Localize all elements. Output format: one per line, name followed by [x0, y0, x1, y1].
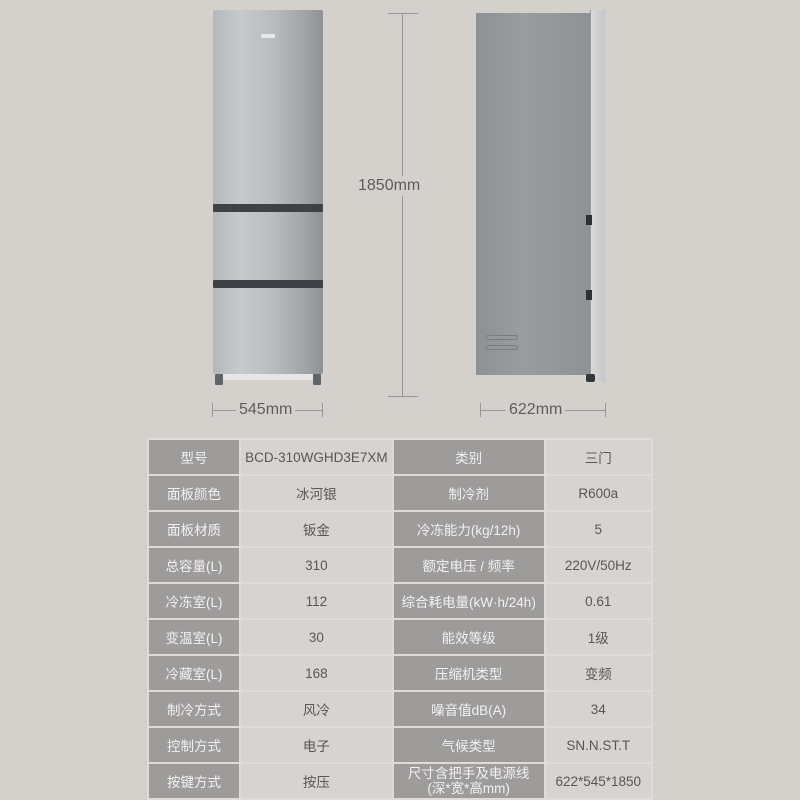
spec-label: 能效等级 [391, 618, 546, 656]
brand-logo [261, 34, 275, 38]
height-dim-label: 1850mm [358, 176, 421, 196]
spec-label: 压缩机类型 [391, 654, 546, 692]
depth-dim-label: 622mm [506, 401, 566, 419]
drawer-hinge-lower [586, 290, 592, 300]
fridge-side-door [590, 10, 605, 382]
table-row: 变温室(L) 30 能效等级 1级 [147, 618, 654, 656]
table-row: 制冷方式 风冷 噪音值dB(A) 34 [147, 690, 654, 728]
width-dim-tick-right [322, 403, 323, 417]
spec-value: R600a [543, 474, 654, 512]
spec-value: 变频 [543, 654, 654, 692]
spec-value: 168 [238, 654, 394, 692]
spec-label: 类别 [391, 438, 546, 476]
spec-label: 综合耗电量(kW·h/24h) [391, 582, 546, 620]
table-row: 型号 BCD-310WGHD3E7XM 类别 三门 [147, 438, 654, 476]
spec-label: 总容量(L) [147, 546, 241, 584]
spec-value: 按压 [238, 762, 394, 800]
spec-label: 冷冻能力(kg/12h) [391, 510, 546, 548]
fridge-foot-left [215, 374, 223, 385]
drawer-handle-upper [213, 204, 323, 212]
fridge-front-body [213, 10, 323, 374]
spec-value: 34 [543, 690, 654, 728]
height-dim-cap-bottom [388, 396, 418, 397]
spec-label: 变温室(L) [147, 618, 241, 656]
spec-label: 冷藏室(L) [147, 654, 241, 692]
fridge-foot-right [313, 374, 321, 385]
spec-label: 面板颜色 [147, 474, 241, 512]
fridge-side-foot [586, 374, 595, 382]
spec-value: 112 [238, 582, 394, 620]
spec-value: 三门 [543, 438, 654, 476]
spec-value: SN.N.ST.T [543, 726, 654, 764]
specs-table: 型号 BCD-310WGHD3E7XM 类别 三门 面板颜色 冰河银 制冷剂 R… [147, 438, 654, 800]
fridge-base [217, 374, 319, 380]
spec-label: 额定电压 / 频率 [391, 546, 546, 584]
spec-label-line1: 尺寸含把手及电源线 [407, 766, 530, 781]
spec-label: 控制方式 [147, 726, 241, 764]
spec-value: 电子 [238, 726, 394, 764]
drawer-handle-lower [213, 280, 323, 288]
fridge-side-body [476, 13, 590, 375]
height-dim-line [402, 13, 403, 396]
table-row: 总容量(L) 310 额定电压 / 频率 220V/50Hz [147, 546, 654, 584]
width-dim-label: 545mm [236, 401, 296, 419]
depth-dim-tick-right [605, 403, 606, 417]
spec-label: 冷冻室(L) [147, 582, 241, 620]
spec-label: 按键方式 [147, 762, 241, 800]
spec-value: 钣金 [238, 510, 394, 548]
spec-value: 5 [543, 510, 654, 548]
table-row: 冷藏室(L) 168 压缩机类型 变频 [147, 654, 654, 692]
vent-slot-2 [486, 345, 518, 350]
spec-label-dimensions: 尺寸含把手及电源线 (深*宽*高mm) [391, 762, 546, 800]
table-row: 冷冻室(L) 112 综合耗电量(kW·h/24h) 0.61 [147, 582, 654, 620]
spec-label-line2: (深*宽*高mm) [427, 781, 510, 796]
spec-value: 220V/50Hz [543, 546, 654, 584]
drawer-hinge-upper [586, 215, 592, 225]
spec-value: 1级 [543, 618, 654, 656]
spec-label: 气候类型 [391, 726, 546, 764]
spec-value: 0.61 [543, 582, 654, 620]
height-dim-cap-top [388, 13, 418, 14]
spec-value: 310 [238, 546, 394, 584]
spec-label: 噪音值dB(A) [391, 690, 546, 728]
table-row: 面板材质 钣金 冷冻能力(kg/12h) 5 [147, 510, 654, 548]
table-row: 面板颜色 冰河银 制冷剂 R600a [147, 474, 654, 512]
spec-value: 风冷 [238, 690, 394, 728]
spec-value: 30 [238, 618, 394, 656]
spec-value: BCD-310WGHD3E7XM [238, 438, 394, 476]
spec-label: 制冷剂 [391, 474, 546, 512]
table-row: 按键方式 按压 尺寸含把手及电源线 (深*宽*高mm) 622*545*1850 [147, 762, 654, 800]
spec-label: 面板材质 [147, 510, 241, 548]
spec-label: 型号 [147, 438, 241, 476]
table-row: 控制方式 电子 气候类型 SN.N.ST.T [147, 726, 654, 764]
spec-value: 冰河银 [238, 474, 394, 512]
spec-value: 622*545*1850 [543, 762, 654, 800]
spec-label: 制冷方式 [147, 690, 241, 728]
vent-slot-1 [486, 335, 518, 340]
fridge-front-view [213, 10, 323, 385]
fridge-side-view [476, 10, 616, 385]
